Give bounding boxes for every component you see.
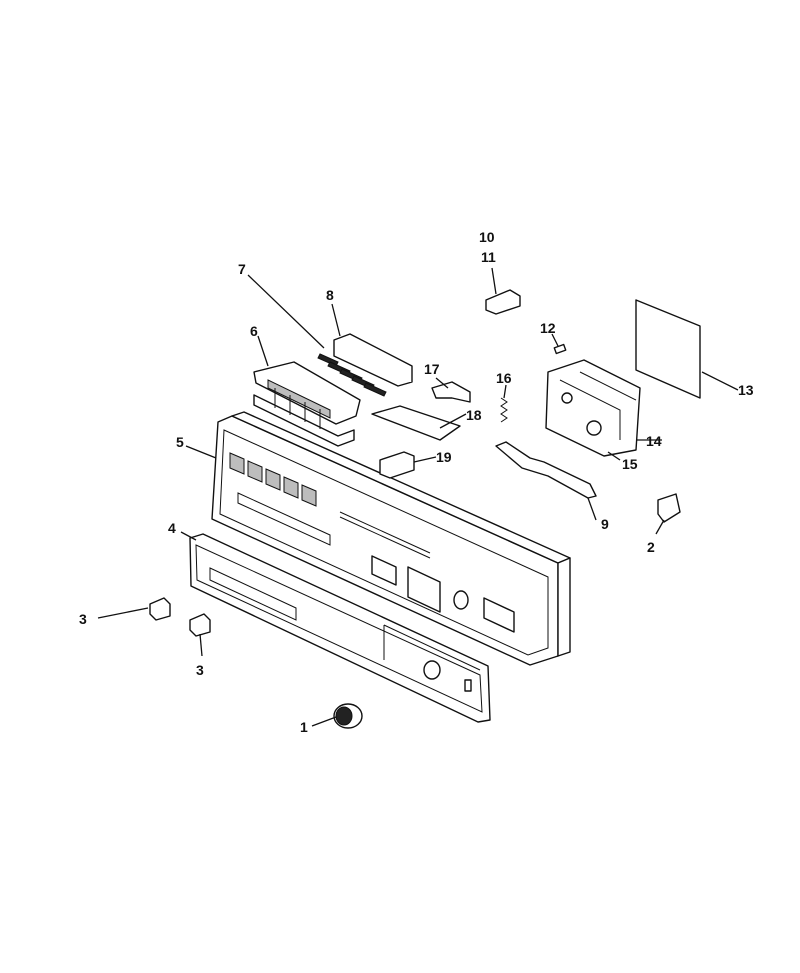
panel-selector-housing xyxy=(483,597,515,633)
callout-11: 11 xyxy=(481,249,496,265)
control-panel xyxy=(211,411,571,666)
fascia-window xyxy=(209,567,297,621)
wire-harness xyxy=(495,441,597,499)
panel-display-window xyxy=(237,492,331,546)
connector xyxy=(379,451,415,479)
panel-switch-housing xyxy=(371,555,397,586)
button-b xyxy=(189,613,211,637)
callout-6: 6 xyxy=(250,323,258,339)
callouts: 1 2 3 3 4 5 6 7 8 9 10 11 12 13 14 15 16… xyxy=(79,229,754,735)
cover-sheet xyxy=(635,299,701,399)
callout-14: 14 xyxy=(646,433,662,449)
callout-10: 10 xyxy=(479,229,495,245)
clip xyxy=(553,343,567,355)
fascia-indicator-slot xyxy=(464,679,472,692)
callout-19: 19 xyxy=(436,449,452,465)
callout-16: 16 xyxy=(496,370,512,386)
callout-18: 18 xyxy=(466,407,482,423)
pushbutton-bar xyxy=(317,333,413,397)
relay xyxy=(485,289,521,315)
callout-9: 9 xyxy=(601,516,609,532)
timer-module xyxy=(545,359,641,457)
callout-8: 8 xyxy=(326,287,334,303)
leader-lines xyxy=(97,267,739,727)
bracket xyxy=(431,381,471,403)
callout-15: 15 xyxy=(622,456,638,472)
callout-5: 5 xyxy=(176,434,184,450)
callout-7: 7 xyxy=(238,261,246,277)
callout-4: 4 xyxy=(168,520,176,536)
knob xyxy=(333,703,363,729)
panel-dial-hole xyxy=(453,590,469,610)
circuit-board xyxy=(371,405,461,441)
front-fascia xyxy=(189,533,491,723)
callout-3a: 3 xyxy=(79,611,87,627)
button-a xyxy=(149,597,171,621)
callout-17: 17 xyxy=(424,361,440,377)
switch xyxy=(657,493,681,523)
callout-3b: 3 xyxy=(196,662,204,678)
callout-2: 2 xyxy=(647,539,655,555)
panel-timer-housing xyxy=(407,566,441,613)
fascia-knob-hole xyxy=(423,660,441,680)
button-carrier xyxy=(253,361,361,447)
callout-1: 1 xyxy=(300,719,308,735)
panel-button-openings xyxy=(229,452,317,507)
callout-12: 12 xyxy=(540,320,556,336)
callout-13: 13 xyxy=(738,382,754,398)
spring xyxy=(500,397,508,423)
